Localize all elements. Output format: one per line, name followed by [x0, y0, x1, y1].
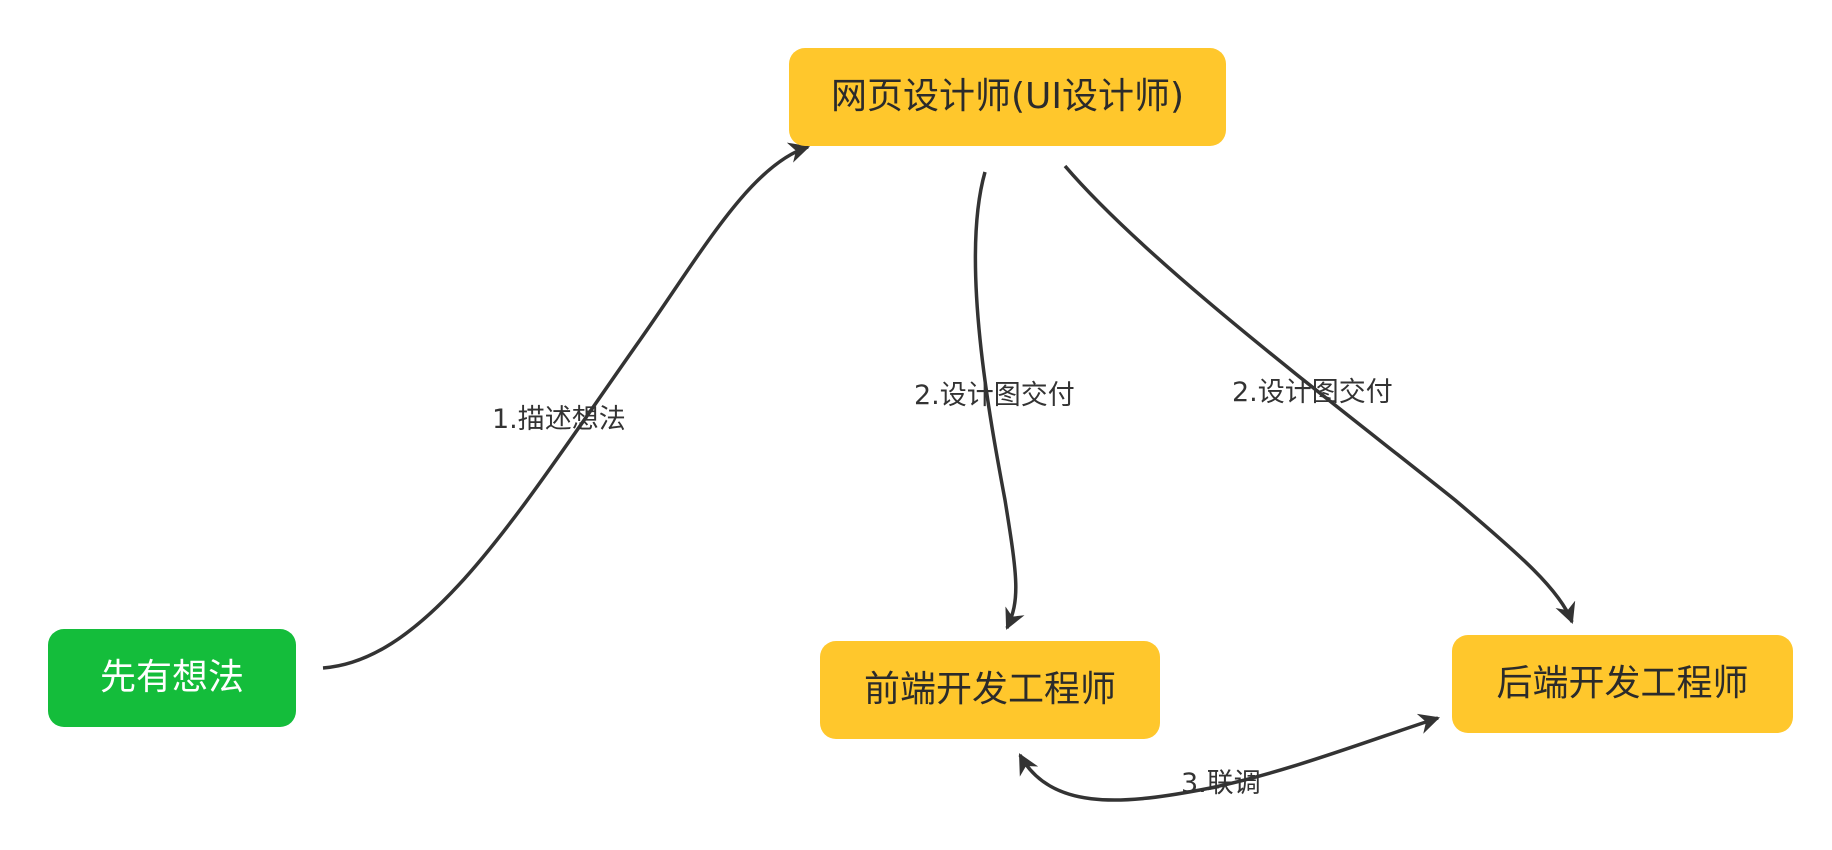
node-frontend-engineer: 前端开发工程师: [820, 641, 1160, 739]
edge-design-to-frontend: [973, 171, 1025, 630]
edge-label-design-to-backend: 2.设计图交付: [1232, 377, 1393, 408]
edge-design-to-backend: [1063, 164, 1576, 624]
edge-describe-idea: [322, 142, 811, 670]
node-ui-designer: 网页设计师(UI设计师): [789, 48, 1226, 146]
edge-label-describe-idea: 1.描述想法: [492, 404, 626, 435]
node-idea: 先有想法: [48, 629, 296, 727]
edge-joint-debug: [1018, 713, 1440, 802]
edge-label-design-to-frontend: 2.设计图交付: [914, 380, 1075, 411]
node-backend-engineer: 后端开发工程师: [1452, 635, 1793, 733]
edge-label-joint-debug: 3.联调: [1181, 768, 1261, 799]
